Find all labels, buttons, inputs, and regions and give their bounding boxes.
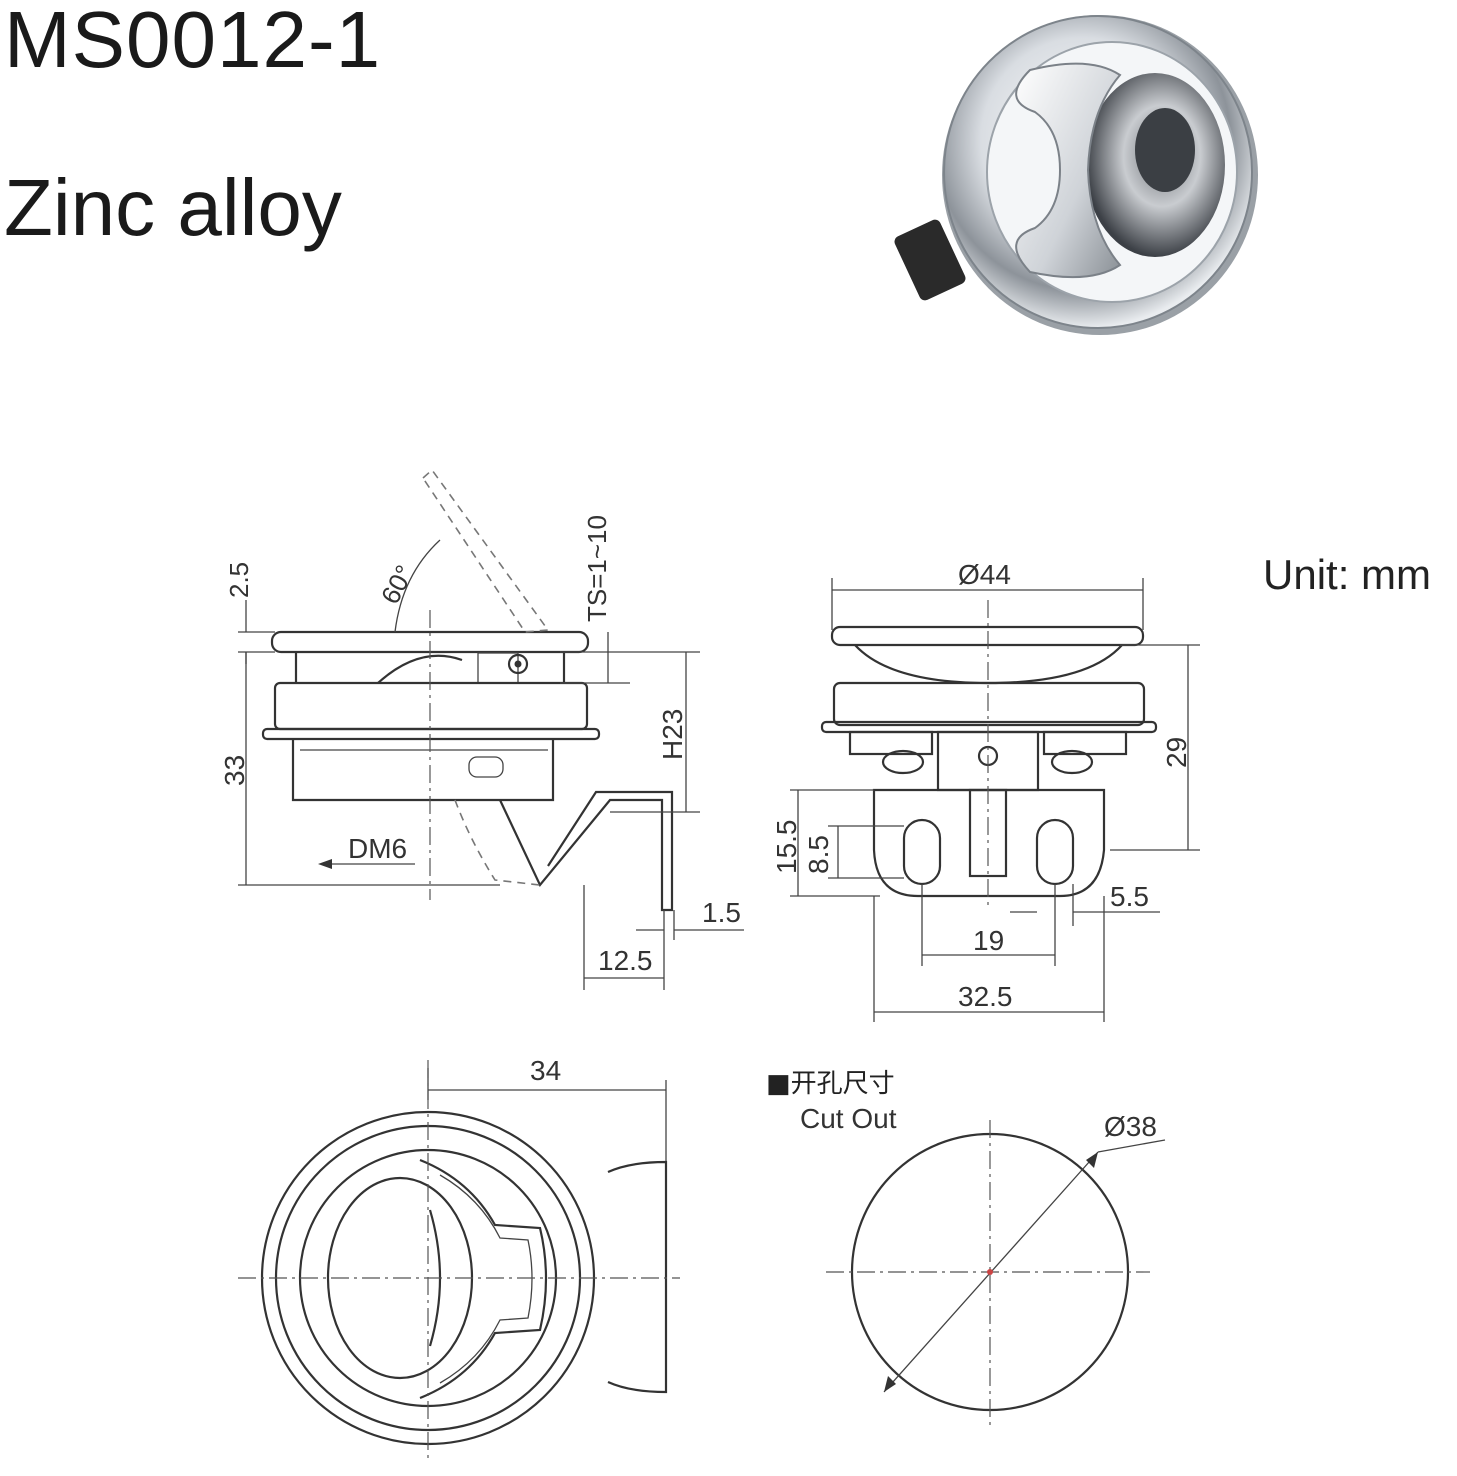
dim-5-5: 5.5 [1110,881,1149,912]
flush-pull-latch-photo [894,15,1258,335]
dim-15-5: 15.5 [771,820,802,875]
dim-8-5: 8.5 [803,835,834,874]
dim-diameter-44: Ø44 [958,559,1011,590]
dim-1-5: 1.5 [702,897,741,928]
cutout-view [826,1120,1166,1430]
cutout-label-en: Cut Out [800,1103,897,1134]
dim-diameter-38: Ø38 [1104,1111,1157,1142]
side-view [238,468,744,990]
dim-34: 34 [530,1055,561,1086]
panel-thickness: TS=1~10 [582,515,612,622]
dim-32-5: 32.5 [958,981,1013,1012]
material-label: Zinc alloy [4,163,342,252]
unit-label: Unit: mm [1263,551,1431,598]
top-view [238,1060,680,1460]
dim-2-5: 2.5 [224,562,254,598]
front-view [790,578,1200,1022]
dim-29: 29 [1161,737,1192,768]
cutout-label-cn: ■开孔尺寸 [766,1069,895,1099]
angle-60: 60° [375,560,420,609]
thread-dm6: DM6 [348,833,407,864]
model-number: MS0012-1 [4,0,382,84]
dim-12-5: 12.5 [598,945,653,976]
dim-h23: H23 [657,709,688,760]
dim-33: 33 [219,755,250,786]
dim-19: 19 [973,925,1004,956]
